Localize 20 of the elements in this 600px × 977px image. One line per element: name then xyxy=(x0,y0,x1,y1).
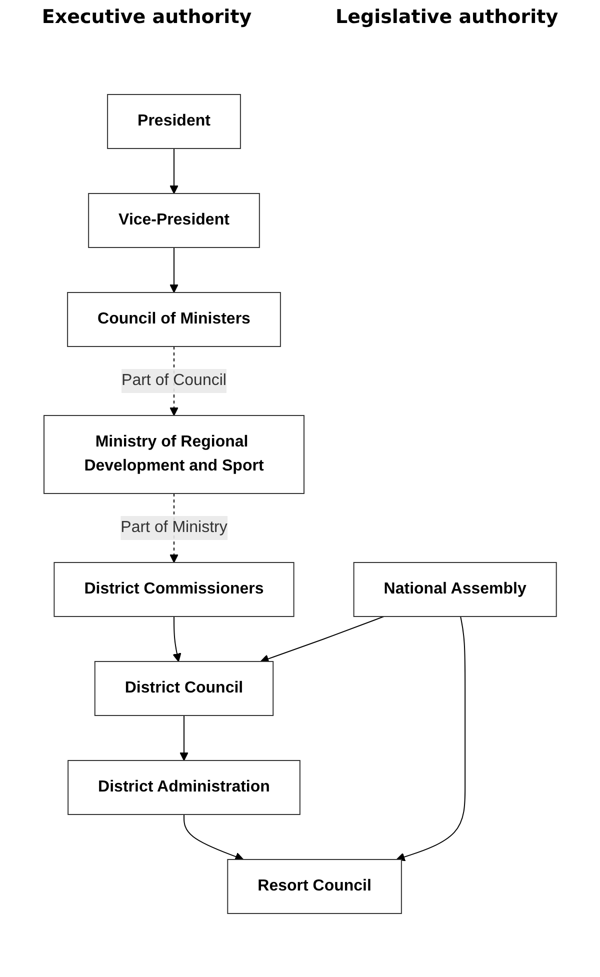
node-box: District Administration xyxy=(67,760,300,815)
node-box: District Council xyxy=(94,661,274,716)
node-box: Vice-President xyxy=(88,193,260,248)
arrow xyxy=(169,247,178,293)
arrow xyxy=(169,148,178,194)
node-box: Council of Ministers xyxy=(66,292,281,347)
arrow xyxy=(396,616,466,862)
node-box: Resort Council xyxy=(226,859,402,914)
node-box: Ministry of Regional Development and Sport xyxy=(43,415,304,494)
node-box: National Assembly xyxy=(353,562,557,617)
edge-label: Part of Ministry xyxy=(120,519,228,536)
node-box: President xyxy=(106,94,241,149)
node-box: District Commissioners xyxy=(54,562,294,617)
column-heading: Executive authority xyxy=(42,6,252,28)
arrow xyxy=(260,616,384,664)
column-heading: Legislative authority xyxy=(335,6,558,28)
arrow xyxy=(172,616,182,662)
arrow xyxy=(179,715,188,761)
arrow xyxy=(183,814,244,861)
edge-label: Part of Council xyxy=(121,372,226,389)
